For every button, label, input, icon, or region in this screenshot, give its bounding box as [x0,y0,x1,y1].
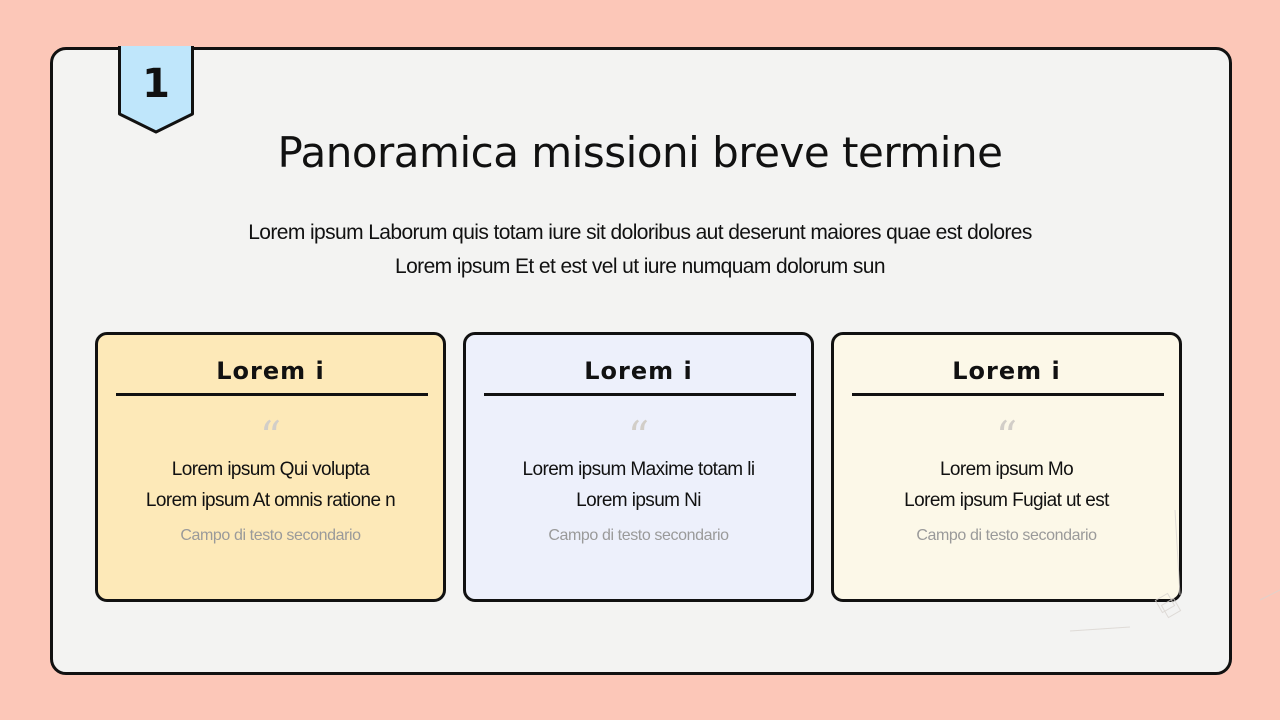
card-secondary-text: Campo di testo secondario [180,527,361,544]
card-secondary-text: Campo di testo secondario [548,527,729,544]
card-divider [116,393,428,396]
quote-icon: “ [995,417,1018,447]
card-line: Lorem ipsum Qui volupta [171,459,370,480]
card-title: Lorem i [952,357,1061,385]
card-line: Lorem ipsum Mo [939,459,1074,480]
card-line: Lorem ipsum Ni [576,490,701,511]
card: Lorem i “ Lorem ipsum Qui volupta Lorem … [95,332,446,602]
card: Lorem i “ Lorem ipsum Mo Lorem ipsum Fug… [831,332,1182,602]
card-body: Lorem ipsum Maxime totam li Lorem ipsum … [466,454,811,516]
subtitle: Lorem ipsum Laborum quis totam iure sit … [200,216,1080,284]
quote-icon: “ [259,417,282,447]
card-divider [484,393,796,396]
card-line: Lorem ipsum At omnis ratione n [145,490,396,511]
card-body: Lorem ipsum Mo Lorem ipsum Fugiat ut est [834,454,1179,516]
card-title: Lorem i [584,357,693,385]
card-divider [852,393,1164,396]
slide-number: 1 [142,61,170,107]
subtitle-line: Lorem ipsum Et et est vel ut iure numqua… [395,255,886,278]
quote-icon: “ [627,417,650,447]
card-body: Lorem ipsum Qui volupta Lorem ipsum At o… [98,454,443,516]
card-title: Lorem i [216,357,325,385]
card: Lorem i “ Lorem ipsum Maxime totam li Lo… [463,332,814,602]
card-line: Lorem ipsum Fugiat ut est [904,490,1109,511]
card-secondary-text: Campo di testo secondario [916,527,1097,544]
card-line: Lorem ipsum Maxime totam li [522,459,756,480]
subtitle-line: Lorem ipsum Laborum quis totam iure sit … [248,221,1032,244]
page-title: Panoramica missioni breve termine [277,128,1003,177]
slide-number-ribbon: 1 [118,46,194,134]
